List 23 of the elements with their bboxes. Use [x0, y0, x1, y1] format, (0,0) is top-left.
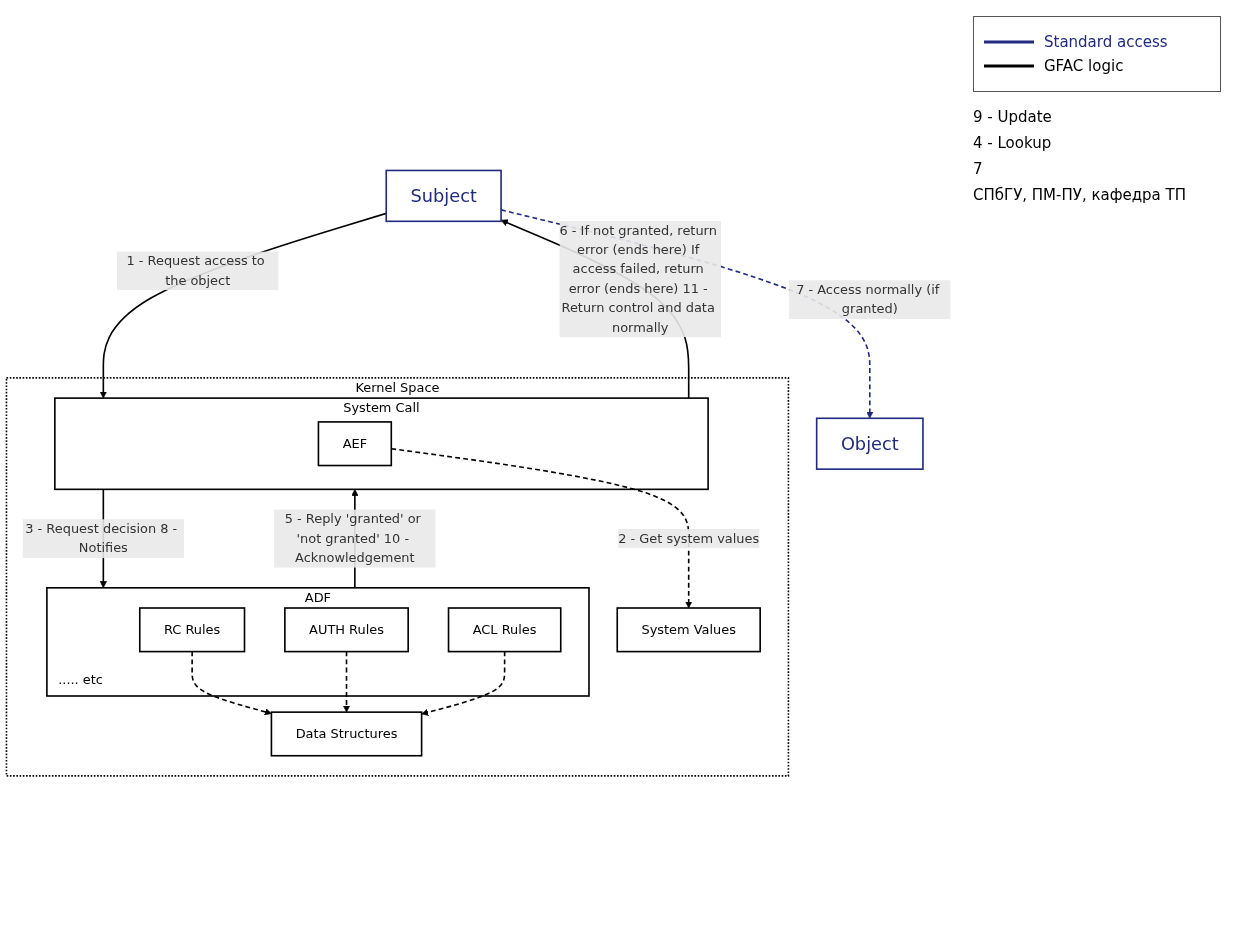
edge-label: 6 - If not granted, return error (ends here) If access failed, return error (ends here) 11 - Return control and data normally	[559, 222, 717, 335]
node-box: RC Rules	[138, 607, 246, 653]
arrow	[342, 650, 351, 713]
node-box: Object	[815, 417, 924, 470]
node-box: Data Structures	[270, 711, 423, 757]
arrow	[191, 650, 272, 716]
note-text: СПбГУ, ПМ-ПУ, кафедра ТП	[973, 186, 1188, 204]
edge-label: 5 - Reply 'granted' or 'not granted' 10 - Acknowledgement	[284, 510, 421, 566]
note-text: 7	[973, 160, 984, 178]
edge-label: 7 - Access normally (if granted)	[796, 281, 940, 317]
note-text: 4 - Lookup	[973, 134, 1053, 152]
node-box: AEF	[317, 420, 393, 467]
legend-text: Standard access	[1044, 33, 1168, 51]
node-box: Subject	[385, 169, 502, 222]
edge-label: 1 - Request access to the object	[126, 252, 265, 288]
node-box: AUTH Rules	[284, 607, 409, 653]
legend-text: GFAC logic	[1044, 57, 1124, 75]
edge-label: 2 - Get system values	[618, 530, 760, 546]
arrow	[421, 650, 506, 716]
note-text: 9 - Update	[973, 108, 1053, 126]
edge-label: 3 - Request decision 8 - Notifies	[25, 520, 178, 556]
node-box: ACL Rules	[447, 607, 562, 653]
node-box: System Values	[616, 607, 761, 653]
